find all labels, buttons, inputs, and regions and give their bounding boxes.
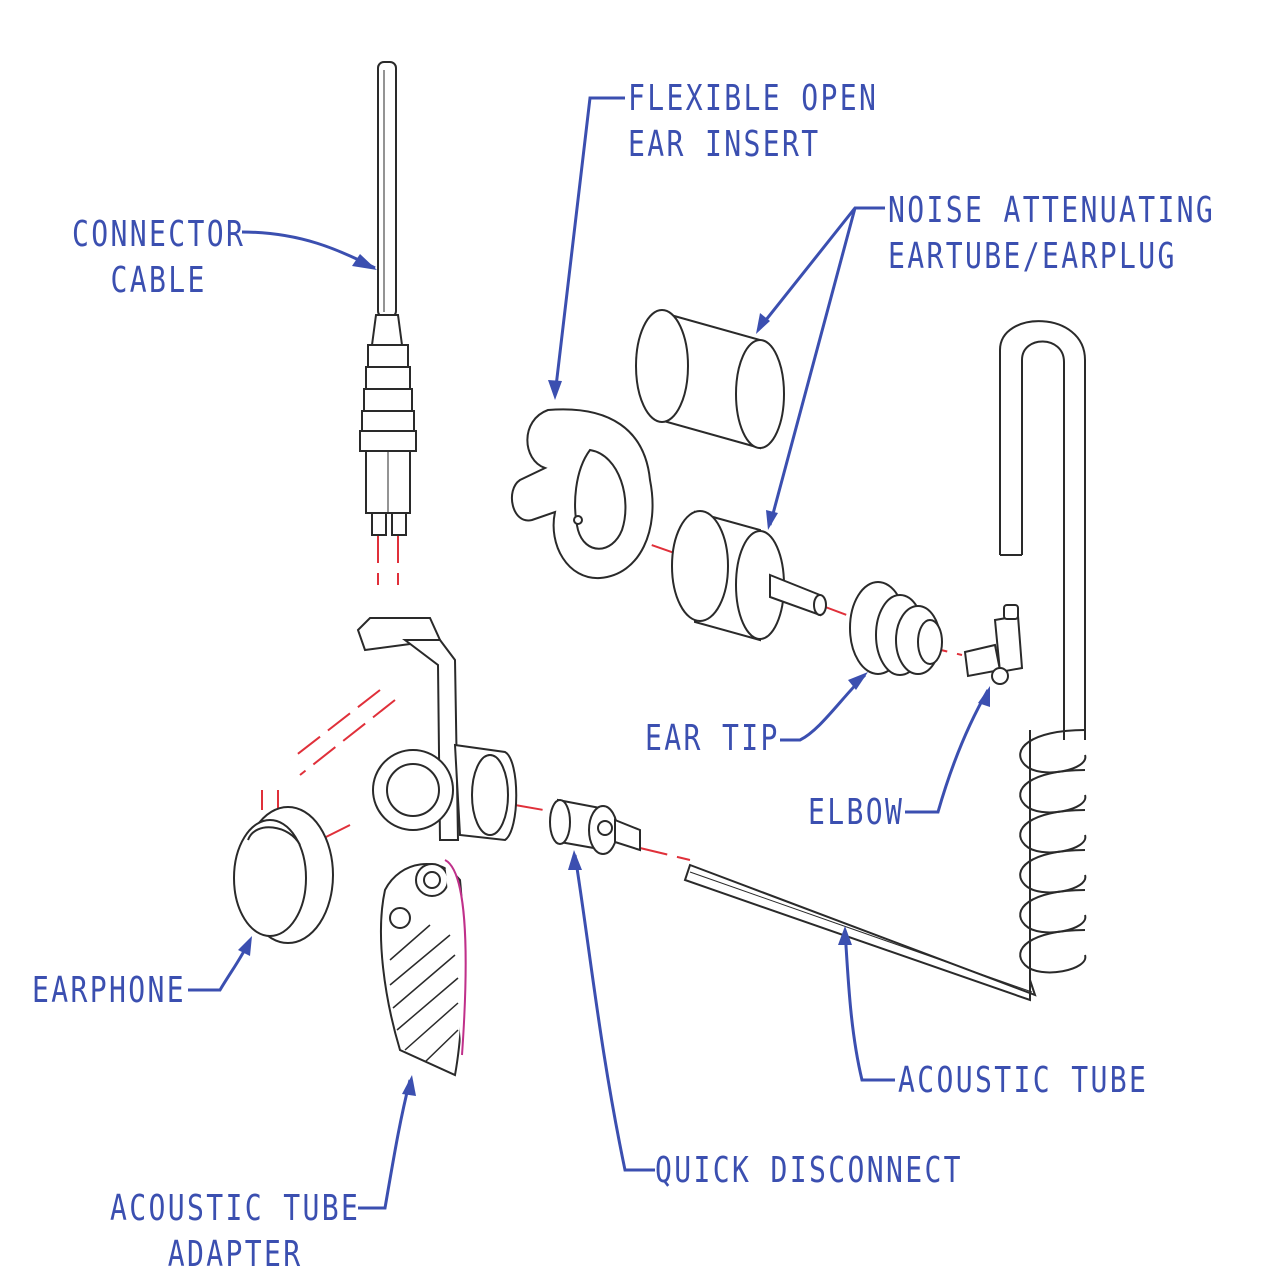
label-acoustic-tube: ACOUSTIC TUBE bbox=[898, 1060, 1149, 1101]
label-flexible-open-ear-insert: FLEXIBLE OPEN EAR INSERT bbox=[628, 78, 879, 165]
label-noise-attenuating-eartube-earplug: NOISE ATTENUATING EARTUBE/EARPLUG bbox=[888, 190, 1216, 277]
earplug-top-part bbox=[635, 309, 785, 450]
acoustic-tube-part bbox=[683, 320, 1087, 1002]
leader-arrowheads bbox=[238, 254, 990, 1096]
label-ear-tip: EAR TIP bbox=[645, 718, 780, 759]
label-connector-cable: CONNECTOR CABLE bbox=[72, 214, 246, 301]
label-elbow: ELBOW bbox=[808, 792, 905, 833]
quick-disconnect-part bbox=[549, 798, 641, 855]
ear-tip-part bbox=[849, 581, 943, 676]
label-acoustic-tube-adapter: ACOUSTIC TUBE ADAPTER bbox=[110, 1188, 361, 1275]
connector-cable-part bbox=[359, 61, 417, 536]
eartube-part bbox=[671, 510, 827, 642]
label-quick-disconnect: QUICK DISCONNECT bbox=[655, 1150, 963, 1191]
acoustic-tube-adapter-part bbox=[356, 617, 518, 1077]
label-earphone: EARPHONE bbox=[32, 970, 186, 1011]
ear-insert-part bbox=[511, 408, 654, 580]
earphone-part bbox=[233, 806, 334, 944]
elbow-part bbox=[963, 604, 1024, 685]
